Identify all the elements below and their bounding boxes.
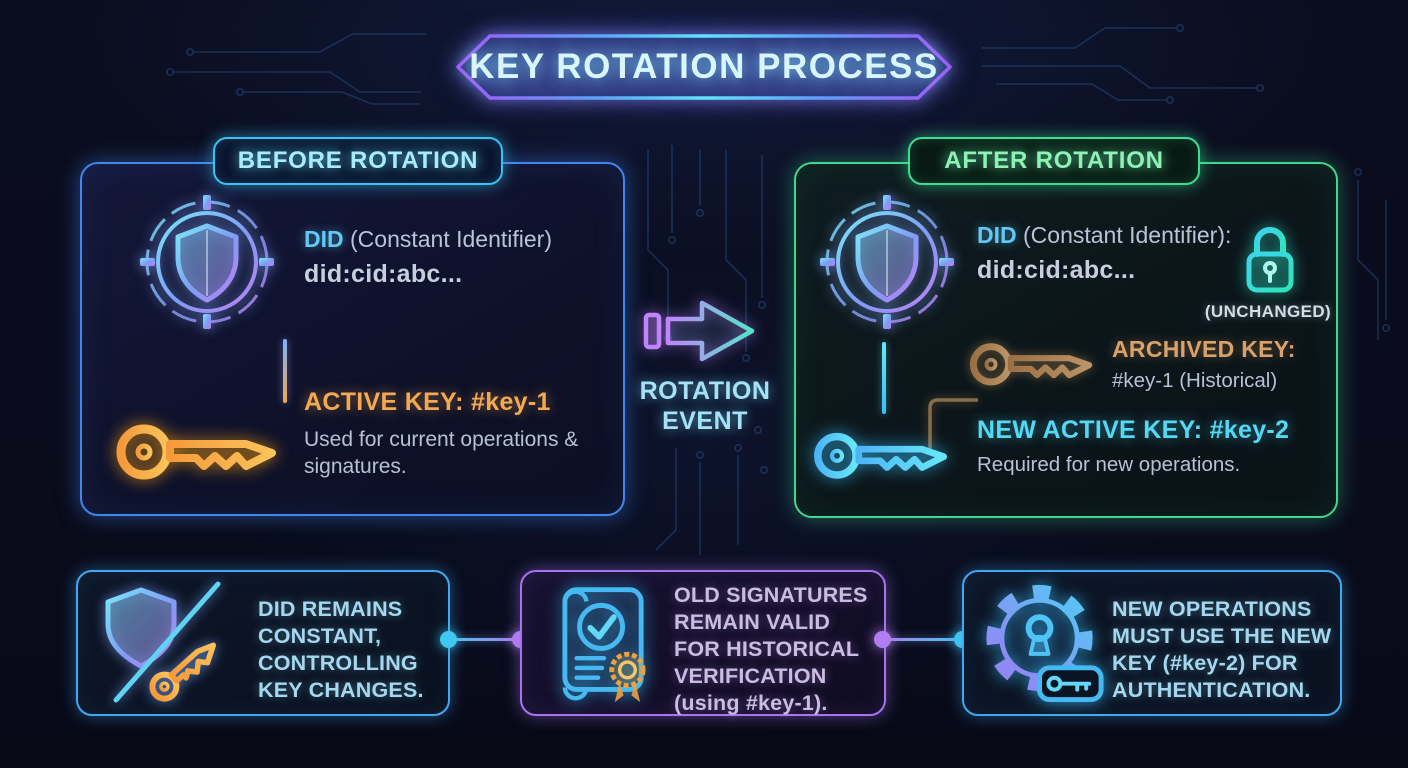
archived-key-label: ARCHIVED KEY: xyxy=(1112,336,1296,362)
archived-key-branch-connector xyxy=(928,398,978,450)
note-text: DID REMAINS CONSTANT, CONTROLLING KEY CH… xyxy=(258,597,424,703)
did-line: DID (Constant Identifier) xyxy=(304,226,552,253)
active-key-block: ACTIVE KEY: #key-1 Used for current oper… xyxy=(304,388,590,481)
archived-key-description: #key-1 (Historical) xyxy=(1112,369,1278,392)
active-key-description: Used for current operations & signatures… xyxy=(304,428,579,479)
before-rotation-header: BEFORE ROTATION xyxy=(213,137,503,185)
shield-key-icon xyxy=(96,580,251,706)
title-banner: KEY ROTATION PROCESS xyxy=(424,30,984,104)
page-title: KEY ROTATION PROCESS xyxy=(469,47,939,86)
after-rotation-panel: DID (Constant Identifier): did:cid:abc..… xyxy=(794,162,1338,518)
did-description: (Constant Identifier) xyxy=(350,226,552,252)
did-block: DID (Constant Identifier) did:cid:abc... xyxy=(304,226,552,289)
note-new-operations: NEW OPERATIONS MUST USE THE NEW KEY (#ke… xyxy=(962,570,1342,716)
unchanged-label: (UNCHANGED) xyxy=(1204,302,1332,321)
connector-dot xyxy=(874,631,891,648)
new-active-key-block: NEW ACTIVE KEY: #key-2 Required for new … xyxy=(977,416,1289,479)
note-old-signatures: OLD SIGNATURES REMAIN VALID FOR HISTORIC… xyxy=(520,570,886,716)
new-active-key-icon xyxy=(812,412,962,488)
note-text: OLD SIGNATURES REMAIN VALID FOR HISTORIC… xyxy=(674,583,868,716)
note-text: NEW OPERATIONS MUST USE THE NEW KEY (#ke… xyxy=(1112,597,1332,703)
archived-key-icon xyxy=(968,324,1106,394)
new-active-key-description: Required for new operations. xyxy=(977,453,1241,476)
title-hexagon-border xyxy=(456,34,952,100)
shield-to-key-connector xyxy=(882,342,886,414)
before-rotation-header-label: BEFORE ROTATION xyxy=(237,147,479,174)
active-key-icon xyxy=(114,400,294,490)
before-rotation-panel: DID (Constant Identifier) did:cid:abc...… xyxy=(80,162,625,516)
did-block: DID (Constant Identifier): did:cid:abc..… xyxy=(977,222,1231,285)
did-shield-icon xyxy=(137,192,277,332)
did-line: DID (Constant Identifier): xyxy=(977,222,1231,249)
did-shield-icon xyxy=(817,192,957,332)
shield-to-key-connector xyxy=(283,339,287,403)
signed-document-icon xyxy=(544,578,664,710)
archived-key-block: ARCHIVED KEY: #key-1 (Historical) xyxy=(1112,336,1296,395)
did-label: DID xyxy=(977,222,1017,248)
after-rotation-header: AFTER ROTATION xyxy=(908,137,1200,185)
did-value: did:cid:abc... xyxy=(977,256,1136,284)
note-connector-line xyxy=(446,638,520,641)
connector-dot xyxy=(440,631,457,648)
did-label: DID xyxy=(304,226,344,252)
rotation-event-label: ROTATION EVENT xyxy=(628,377,782,436)
active-key-label: ACTIVE KEY: #key-1 xyxy=(304,388,551,416)
did-description: (Constant Identifier): xyxy=(1023,222,1232,248)
rotation-event-line1: ROTATION xyxy=(639,377,771,405)
note-connector-line xyxy=(882,638,962,641)
did-value: did:cid:abc... xyxy=(304,260,463,288)
new-active-key-label: NEW ACTIVE KEY: #key-2 xyxy=(977,416,1290,444)
after-rotation-header-label: AFTER ROTATION xyxy=(944,147,1164,174)
rotation-arrow-icon xyxy=(642,288,766,374)
note-did-constant: DID REMAINS CONSTANT, CONTROLLING KEY CH… xyxy=(76,570,450,716)
rotation-event-line2: EVENT xyxy=(662,406,748,435)
gear-keyhole-icon xyxy=(978,578,1112,708)
lock-icon xyxy=(1240,222,1300,298)
